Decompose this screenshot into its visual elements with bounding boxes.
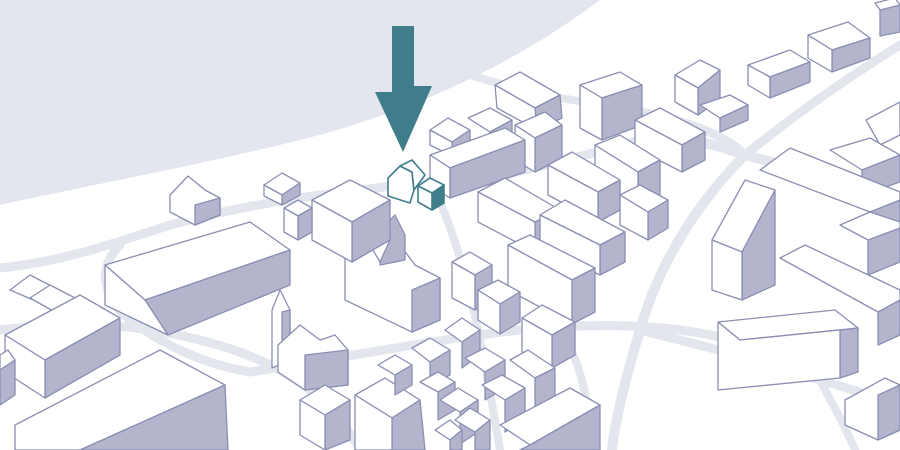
building xyxy=(104,221,291,336)
building xyxy=(844,377,900,441)
building xyxy=(674,59,749,133)
water-area xyxy=(0,0,600,205)
building xyxy=(477,279,521,335)
building xyxy=(634,107,706,173)
building xyxy=(717,309,859,391)
down-arrow-icon xyxy=(375,26,432,152)
building xyxy=(14,349,229,450)
building xyxy=(299,384,351,450)
building xyxy=(779,244,900,346)
building xyxy=(807,21,871,73)
building xyxy=(499,387,601,450)
building xyxy=(579,71,643,141)
building xyxy=(711,179,776,301)
building xyxy=(434,407,491,450)
highlighted-building[interactable] xyxy=(387,159,445,211)
building xyxy=(0,349,16,406)
building xyxy=(169,175,221,226)
building xyxy=(547,151,621,223)
building xyxy=(839,211,900,276)
building xyxy=(311,179,391,263)
building xyxy=(539,199,626,276)
building xyxy=(521,304,576,369)
building xyxy=(619,184,669,241)
building xyxy=(283,199,313,241)
building xyxy=(4,294,121,399)
building xyxy=(263,172,301,206)
building xyxy=(507,234,596,325)
building xyxy=(354,377,426,450)
building xyxy=(494,71,563,131)
building xyxy=(874,0,900,37)
building xyxy=(277,324,349,391)
building xyxy=(747,49,811,99)
